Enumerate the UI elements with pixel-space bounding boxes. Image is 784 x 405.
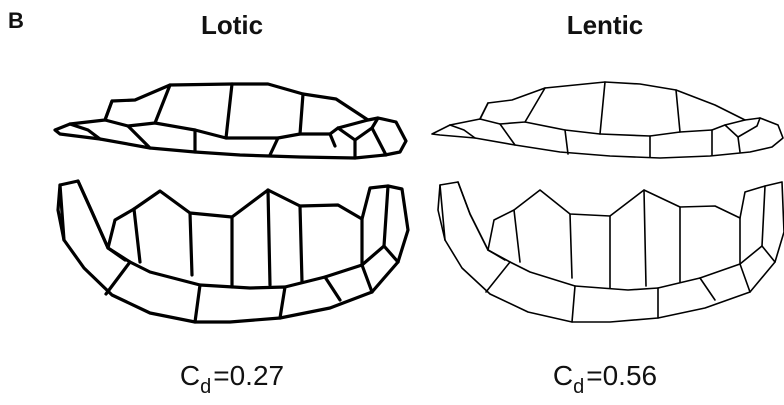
cd-symbol: C <box>180 362 200 390</box>
cd-symbol: C <box>553 362 573 390</box>
cd-value: 0.27 <box>230 362 285 390</box>
lentic-bottom-view <box>438 182 784 322</box>
lentic-cd-value-label: Cd=0.56 <box>505 362 705 393</box>
cd-equals: = <box>586 362 602 390</box>
lotic-cd-value-label: Cd=0.27 <box>132 362 332 393</box>
cd-subscript: d <box>200 376 211 398</box>
lentic-side-view <box>432 82 783 158</box>
cd-value: 0.56 <box>603 362 658 390</box>
cd-subscript: d <box>573 376 584 398</box>
cd-equals: = <box>213 362 229 390</box>
